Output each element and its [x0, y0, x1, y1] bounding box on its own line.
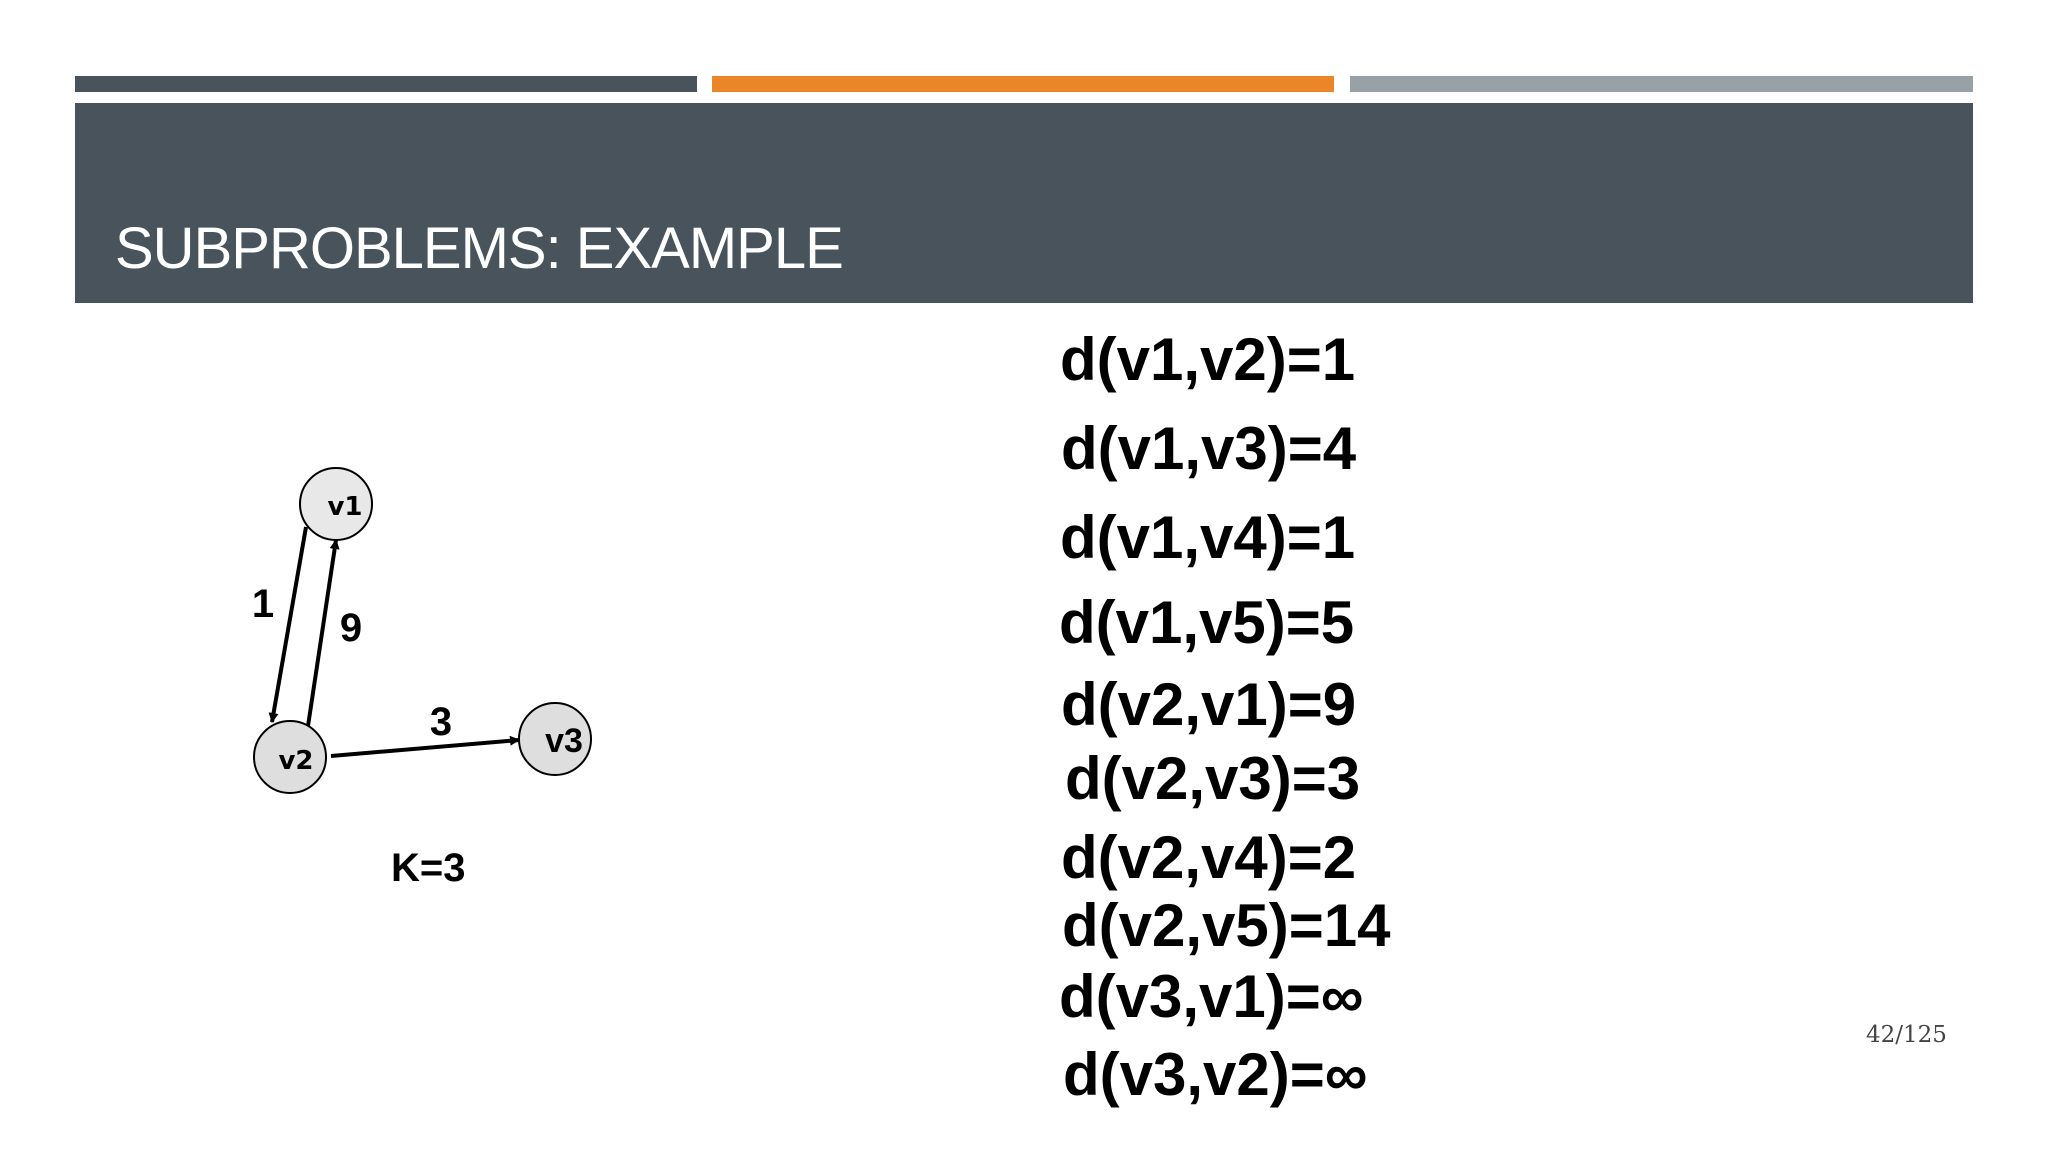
edge-weight-1: 1: [252, 582, 274, 626]
accent-bar-dark: [75, 76, 697, 92]
node-v1: v1: [299, 467, 373, 541]
edge-weight-3: 3: [430, 700, 452, 744]
distance-item: d(v1,v5)=5: [1059, 589, 1355, 656]
edge-weight-9: 9: [340, 606, 362, 650]
accent-bar-orange: [712, 76, 1334, 92]
distance-item: d(v1,v2)=1: [1060, 326, 1356, 393]
svg-text:v2: v2: [278, 746, 313, 776]
node-v2: v2: [253, 720, 327, 794]
graph-diagram: v1 v2 v3 1 9 3: [252, 467, 592, 794]
distance-item: d(v2,v1)=9: [1061, 671, 1357, 738]
distance-item: d(v2,v4)=2: [1061, 824, 1357, 891]
edge-v1-v2: [268, 526, 308, 723]
edge-v2-v3: [330, 735, 520, 758]
distance-item: d(v1,v3)=4: [1061, 415, 1357, 482]
distance-item: d(v2,v5)=14: [1062, 892, 1391, 959]
node-v3: v3: [518, 702, 592, 776]
distance-item: d(v3,v2)=∞: [1063, 1041, 1368, 1108]
accent-bar-gray: [1350, 76, 1973, 92]
edge-v2-v1: [306, 539, 340, 727]
distance-item: d(v3,v1)=∞: [1059, 963, 1364, 1030]
distance-item: d(v1,v4)=1: [1060, 504, 1356, 571]
svg-text:v3: v3: [545, 722, 583, 760]
k-label: K=3: [391, 846, 466, 890]
page-number: 42/125: [1866, 1022, 1947, 1048]
title-banner: SUBPROBLEMS: EXAMPLE: [75, 103, 1973, 303]
slide-title: SUBPROBLEMS: EXAMPLE: [115, 216, 844, 281]
distance-item: d(v2,v3)=3: [1065, 745, 1361, 812]
svg-text:v1: v1: [327, 492, 362, 522]
